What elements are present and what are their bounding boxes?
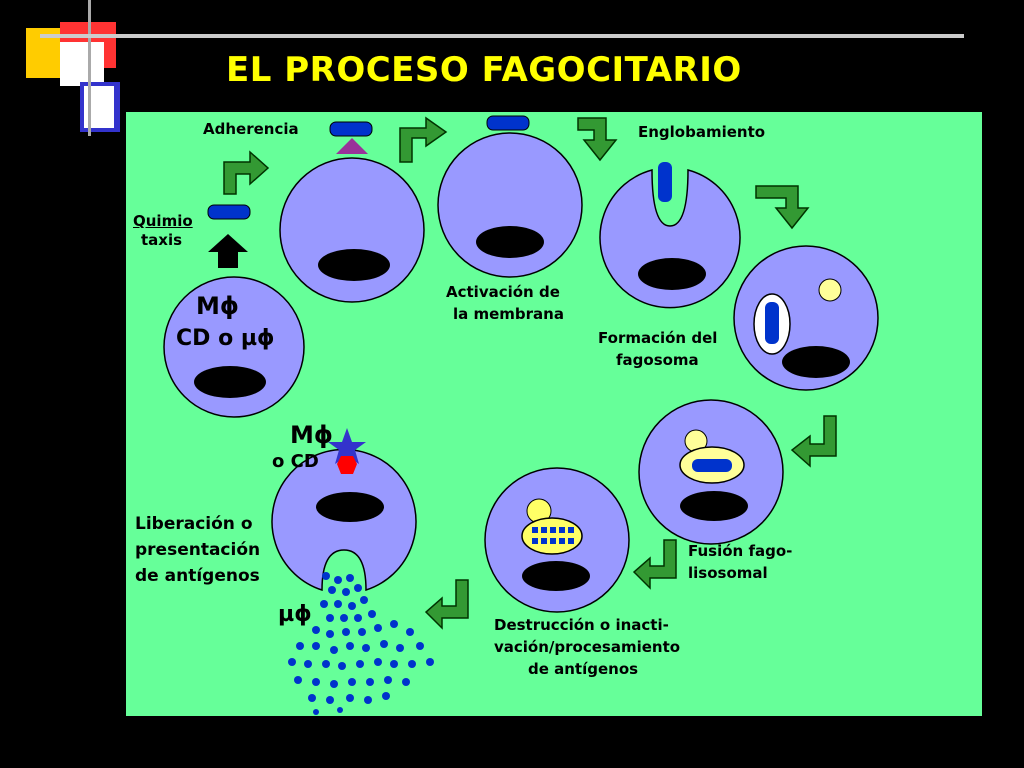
label-quimiotaxis-1: Quimio xyxy=(133,212,193,230)
arrow-step-2 xyxy=(399,116,448,163)
label-fusion-1: Fusión fago- xyxy=(688,542,793,560)
antigen-fusion xyxy=(692,459,732,472)
mhc-receptor xyxy=(337,456,357,474)
deco-horizontal-rule xyxy=(40,34,964,38)
chemotaxis-arrow xyxy=(208,234,248,268)
label-fusion-2: lisosomal xyxy=(688,564,768,582)
arrow-step-1 xyxy=(223,150,270,195)
page-title: EL PROCESO FAGOCITARIO xyxy=(226,50,742,90)
arrow-step-5 xyxy=(790,415,837,468)
nucleus-7 xyxy=(522,561,590,591)
nucleus-2 xyxy=(318,249,390,281)
nucleus-3 xyxy=(476,226,544,258)
antigen-fagosoma xyxy=(765,302,779,344)
fragmented-antigen xyxy=(532,527,574,544)
cell-label-m-phi: Mϕ xyxy=(196,292,239,320)
presented-antigen-star xyxy=(328,428,366,464)
released-antigens xyxy=(288,572,434,715)
nucleus-4 xyxy=(638,258,706,290)
label-destruccion-2: vación/procesamiento xyxy=(494,638,681,656)
arrow-step-6 xyxy=(632,539,677,590)
cell-activacion xyxy=(437,132,583,278)
cell-label-mu-phi: µϕ xyxy=(278,602,312,627)
label-liberacion-3: de antígenos xyxy=(135,566,260,586)
cell-label-m-phi-top: Mϕ xyxy=(290,421,333,449)
cell-label-cd-mu-phi: CD o µϕ xyxy=(176,326,275,351)
label-activacion-1: Activación de xyxy=(446,283,560,301)
label-fagosoma-1: Formación del xyxy=(598,329,718,347)
antigen-quimiotaxis xyxy=(207,204,251,220)
cell-label-o-cd: o CD xyxy=(272,451,319,472)
lysosome-fagosoma xyxy=(818,278,842,302)
label-activacion-2: la membrana xyxy=(453,305,564,323)
nucleus-8 xyxy=(316,492,384,522)
nucleus-6 xyxy=(680,491,748,521)
nucleus-1 xyxy=(194,366,266,398)
label-englobamiento: Englobamiento xyxy=(638,123,766,141)
antigen-adherencia xyxy=(329,121,373,137)
label-adherencia: Adherencia xyxy=(203,120,299,138)
label-destruccion-1: Destrucción o inacti- xyxy=(494,616,669,634)
label-quimiotaxis-2: taxis xyxy=(141,231,183,249)
receptor-triangle xyxy=(336,138,368,154)
arrow-step-7 xyxy=(424,579,469,630)
phagolysosome-destruccion xyxy=(521,517,583,555)
antigen-activacion xyxy=(486,115,530,131)
label-fagosoma-2: fagosoma xyxy=(616,351,699,369)
deco-white-square xyxy=(60,42,104,86)
label-liberacion-2: presentación xyxy=(135,540,261,560)
arrow-step-3 xyxy=(577,117,618,162)
label-liberacion-1: Liberación o xyxy=(135,514,253,534)
arrow-step-4 xyxy=(755,185,810,230)
antigen-englobamiento xyxy=(658,162,672,202)
nucleus-5 xyxy=(782,346,850,378)
deco-vertical-line xyxy=(88,0,91,136)
label-destruccion-3: de antígenos xyxy=(528,660,639,678)
